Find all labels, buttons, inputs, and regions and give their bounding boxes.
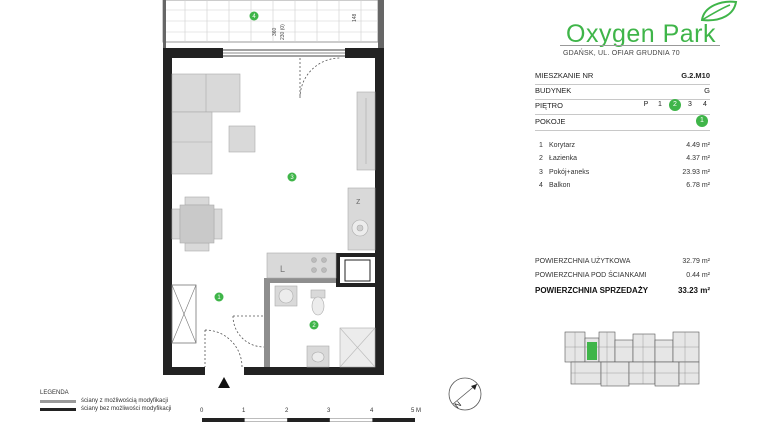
balcony [162,0,384,48]
apartment-number-row: MIESZKANIE NR G.2.M10 [535,71,710,85]
room-number: 3 [539,169,543,176]
scale-bar [202,418,415,422]
sale-area-row: POWIERZCHNIA SPRZEDAŻY 33.23 m² [535,286,710,295]
room-name: Pokój+aneks [549,169,590,176]
scale-tick-1: 1 [242,408,246,414]
apartment-highlight [587,342,597,360]
room-name: Balkon [549,182,571,189]
under-walls-area-label: POWIERZCHNIA POD ŚCIANKAMI [535,272,647,279]
floor-2-active: 2 [669,99,681,111]
svg-text:3: 3 [290,175,294,181]
exterior-walls [163,48,384,375]
balcony-window [223,49,345,57]
under-walls-area-row: POWIERZCHNIA POD ŚCIANKAMI 0.44 m² [535,272,710,279]
compass-icon: N [448,377,482,411]
svg-text:4: 4 [252,14,256,20]
rooms-count-badge: 1 [696,115,708,127]
room-area: 23.93 m² [682,169,710,176]
under-walls-area-value: 0.44 m² [686,272,710,279]
room-area: 4.37 m² [686,155,710,162]
dining-set [171,196,223,252]
room-number: 1 [539,142,543,149]
kitchen: z L [266,187,376,282]
sale-area-label: POWIERZCHNIA SPRZEDAŻY [535,286,649,295]
wardrobe [171,284,197,344]
usable-area-row: POWIERZCHNIA UŻYTKOWA 32.79 m² [535,258,710,265]
apartment-number-label: MIESZKANIE NR [535,71,594,80]
coffee-table [228,125,256,153]
room-marker-3: 3 [287,172,297,182]
room-markers: 4 3 1 2 [214,11,319,330]
room-number: 2 [539,155,543,162]
building-site-map [564,331,700,387]
room-marker-2: 2 [309,320,319,330]
building-label: BUDYNEK [535,86,572,95]
dim-360: 360 [272,27,278,36]
brand-address: GDAŃSK, UL. OFIAR GRUDNIA 70 [563,50,680,57]
room-marker-4: 4 [249,11,259,21]
scale-tick-3: 3 [327,408,331,414]
rooms-count-label: POKOJE [535,117,566,126]
floor-row: PIĘTRO P 1 2 3 4 [535,99,710,115]
building-value: G [704,86,710,95]
entrance-arrow-icon [218,377,230,388]
dim-148: 148 [352,13,358,22]
room-marker-1: 1 [214,292,224,302]
floor-selector: P 1 2 3 4 [640,99,710,111]
room-number: 4 [539,182,543,189]
apartment-number: G.2.M10 [681,71,710,80]
svg-text:z: z [356,196,361,206]
legend-label: ściany z możliwością modyfikacji [81,398,169,404]
sale-area-value: 33.23 m² [677,286,710,295]
floor-3: 3 [688,101,692,108]
floor-p: P [643,101,649,108]
floor-4: 4 [703,101,707,108]
room-area: 4.49 m² [686,142,710,149]
usable-area-value: 32.79 m² [682,258,710,265]
room-name: Łazienka [549,155,578,162]
floor-1: 1 [658,101,662,108]
room-area: 6.78 m² [686,182,710,189]
usable-area-label: POWIERZCHNIA UŻYTKOWA [535,258,631,265]
rooms-count-row: POKOJE 1 [535,115,710,131]
floor-plan: 360 230 (0) 148 [162,0,384,388]
compass-n-label: N [453,399,463,410]
bathroom-fixtures [274,285,376,368]
interior-walls [264,253,375,367]
svg-text:1: 1 [217,295,221,301]
floor-label: PIĘTRO [535,101,563,110]
legend-label: ściany bez możliwości modyfikacji [81,406,172,412]
legend-swatch-black [40,408,76,411]
brand-name: Oxygen Park [566,20,717,48]
leaf-logo-icon [700,0,738,22]
legend-title: LEGENDA [40,390,69,396]
room-name: Korytarz [549,142,576,149]
sofa [171,73,241,175]
scale-tick-4: 4 [370,408,374,414]
scale-tick-0: 0 [200,408,204,414]
svg-text:2: 2 [312,323,316,329]
dim-230: 230 (0) [280,24,286,40]
legend-swatch-gray [40,400,76,403]
address-divider [560,45,720,46]
tv-cabinet [356,91,376,171]
scale-tick-5: 5 M [411,408,422,414]
scale-tick-2: 2 [285,408,289,414]
building-row: BUDYNEK G [535,86,710,100]
svg-text:L: L [280,264,285,274]
